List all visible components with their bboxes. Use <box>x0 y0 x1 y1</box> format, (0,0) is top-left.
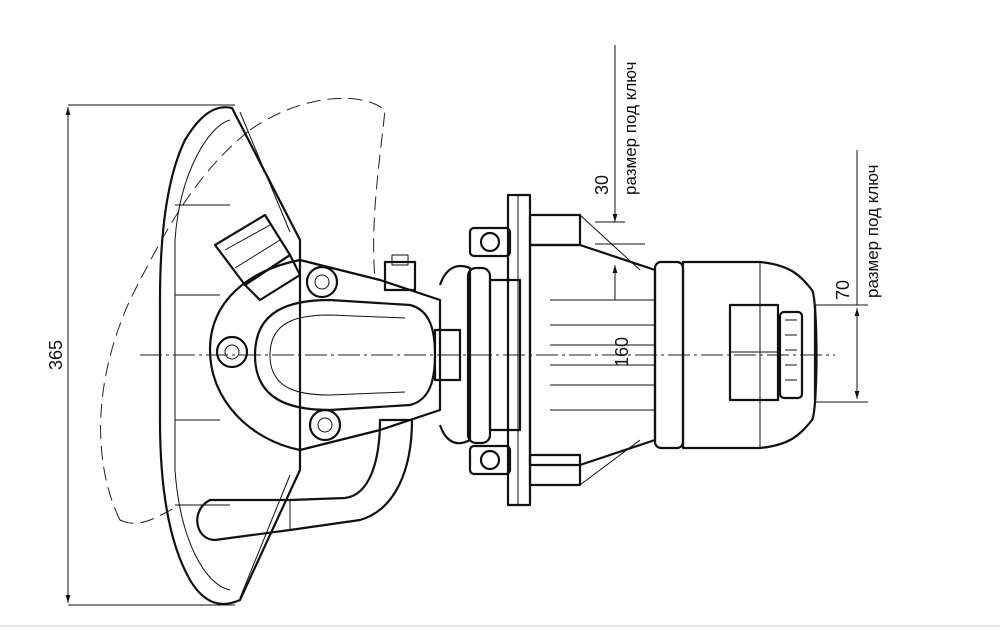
dimension-label-30: 30 <box>592 175 612 195</box>
wrench-size-note-2: размер под ключ <box>863 164 882 298</box>
conical-housing <box>528 214 657 486</box>
dimension-30: 30 размер под ключ <box>592 45 645 300</box>
alternate-position-outline <box>100 97 386 524</box>
coupling-head <box>208 254 462 452</box>
mounting-plate <box>158 106 302 606</box>
wrench-size-note-1: размер под ключ <box>621 61 640 195</box>
hex-nut-body <box>653 260 818 450</box>
dimension-365: 365 <box>46 104 235 606</box>
dimension-label-70: 70 <box>833 280 853 300</box>
dimension-label-160: 160 <box>612 337 632 367</box>
dimension-label-365: 365 <box>46 340 66 370</box>
dimension-70: 70 размер под ключ <box>816 150 882 403</box>
locking-knob <box>213 213 302 302</box>
release-handle <box>196 418 414 542</box>
